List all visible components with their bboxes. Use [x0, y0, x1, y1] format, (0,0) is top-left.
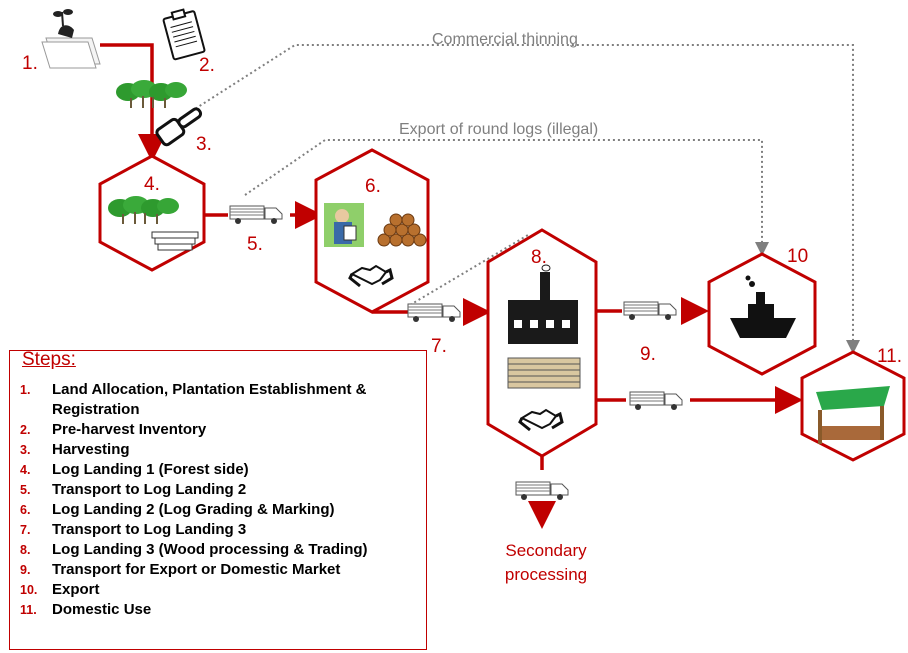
- list-item: 1. Land Allocation, Plantation Establishm…: [20, 380, 402, 420]
- step-number: 3.: [20, 443, 31, 457]
- step-text: Log Landing 2 (Log Grading & Marking): [52, 501, 335, 518]
- step-text: Transport to Log Landing 3: [52, 521, 247, 538]
- list-item: 5. Transport to Log Landing 2: [20, 480, 402, 500]
- step-number: 4.: [20, 463, 31, 477]
- log-pile-icon: [151, 231, 199, 251]
- list-item: 2. Pre-harvest Inventory: [20, 420, 402, 440]
- step-number: 11.: [20, 603, 37, 617]
- step-number: 6.: [20, 503, 31, 517]
- export-round-logs-label: Export of round logs (illegal): [399, 121, 598, 138]
- node-number-10: 10: [787, 246, 808, 267]
- log-grader-icon: [324, 203, 364, 247]
- red-flow-arrows: [100, 43, 803, 529]
- plantation-registration-icon: [41, 9, 101, 69]
- node-number-5: 5.: [247, 234, 263, 255]
- step-text: Log Landing 1 (Forest side): [52, 461, 249, 478]
- list-item: 7. Transport to Log Landing 3: [20, 520, 402, 540]
- factory-icon: [508, 264, 578, 344]
- steps-title: Steps:: [22, 349, 76, 370]
- list-item: 4. Log Landing 1 (Forest side): [20, 460, 402, 480]
- step-text: Pre-harvest Inventory: [52, 421, 207, 438]
- step-number: 7.: [20, 523, 31, 537]
- steps-legend-box: Steps: 1. Land Allocation, Plantation Est…: [9, 349, 427, 650]
- lumber-stack-icon: [507, 357, 581, 389]
- step-number: 2.: [20, 423, 31, 437]
- node-number-2: 2.: [199, 55, 215, 76]
- node-number-6: 6.: [365, 176, 381, 197]
- step-number: 10.: [20, 583, 38, 597]
- secondary-processing-label-line1: Secondary: [505, 541, 587, 560]
- node-number-9: 9.: [640, 344, 656, 365]
- step-text: Land Allocation, Plantation Establishmen…: [52, 381, 367, 418]
- node-number-1: 1.: [22, 53, 38, 74]
- node-number-4: 4.: [144, 174, 160, 195]
- step-text: Domestic Use: [52, 601, 152, 618]
- chainsaw-icon: [155, 107, 203, 147]
- transport-truck-secondary: [515, 481, 569, 501]
- step-text: Log Landing 3 (Wood processing & Trading…: [52, 541, 368, 558]
- list-item: 9. Transport for Export or Domestic Marke…: [20, 560, 402, 580]
- step-text: Transport to Log Landing 2: [52, 481, 247, 498]
- ship-icon: [730, 275, 796, 338]
- transport-truck-9-export: [623, 301, 677, 321]
- list-item: 6. Log Landing 2 (Log Grading & Marking): [20, 500, 402, 520]
- step-number: 1.: [20, 383, 31, 397]
- dotted-routes: [186, 44, 860, 354]
- step-text: Export: [52, 581, 100, 598]
- step-number: 8.: [20, 543, 31, 557]
- node-number-8: 8.: [531, 247, 547, 268]
- step-number: 9.: [20, 563, 31, 577]
- transport-truck-5: [229, 205, 283, 225]
- step-text: Transport for Export or Domestic Market: [52, 561, 341, 578]
- list-item: 11. Domestic Use: [20, 600, 402, 620]
- market-stall-icon: [816, 386, 890, 444]
- node-number-11: 11.: [877, 346, 902, 367]
- transport-truck-7: [407, 303, 461, 323]
- export-round-logs-route: [244, 139, 769, 256]
- list-item: 10. Export: [20, 580, 402, 600]
- inventory-clipboard-icon: [162, 8, 206, 61]
- log-stack-icon: [377, 213, 427, 247]
- list-item: 8. Log Landing 3 (Wood processing & Tradi…: [20, 540, 402, 560]
- log-landing-2-hexagon: [314, 148, 430, 314]
- transport-truck-9-domestic: [629, 391, 683, 411]
- commercial-thinning-label: Commercial thinning: [432, 31, 578, 48]
- secondary-processing-label-line2: processing: [505, 565, 587, 584]
- steps-list: 1. Land Allocation, Plantation Establishm…: [20, 380, 402, 620]
- list-item: 3. Harvesting: [20, 440, 402, 460]
- flow-arrow-1-to-4: [100, 43, 166, 162]
- step-number: 5.: [20, 483, 31, 497]
- node-number-7: 7.: [431, 336, 447, 357]
- step-text: Harvesting: [52, 441, 130, 458]
- node-number-3: 3.: [196, 134, 212, 155]
